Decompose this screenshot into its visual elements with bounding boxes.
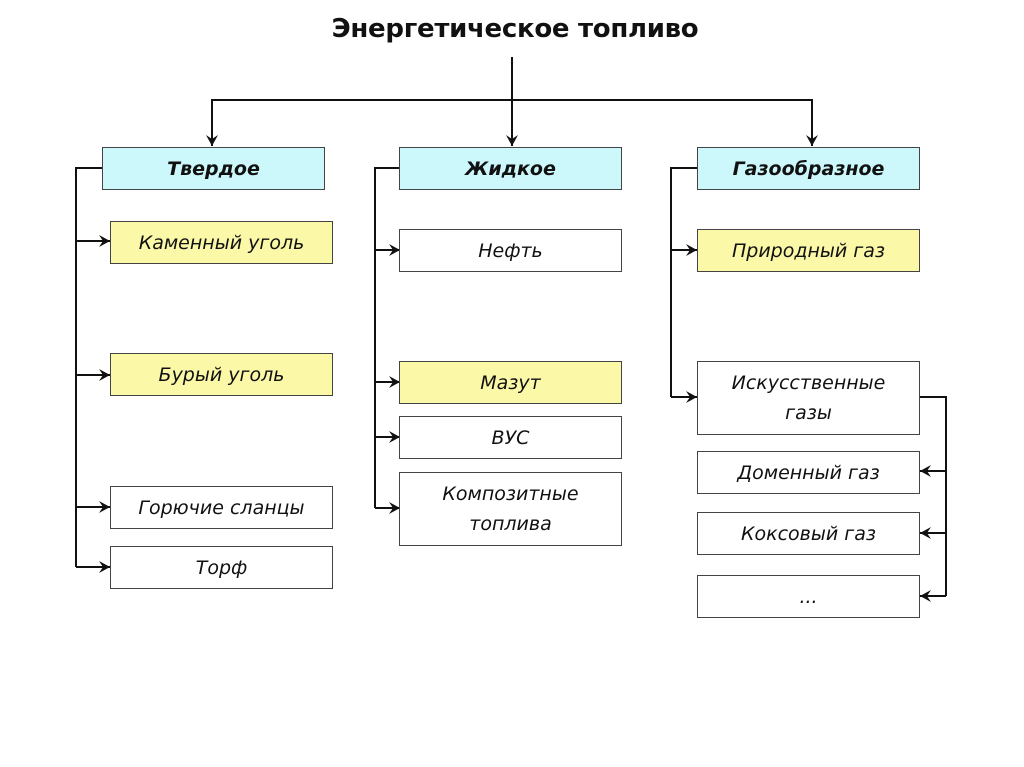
solid-spine — [75, 167, 103, 567]
liquid-spine — [374, 167, 400, 508]
item-blast-furnace-gas: Доменный газ — [697, 451, 920, 494]
item-oil-shale: Горючие сланцы — [110, 486, 333, 529]
item-cws: ВУС — [399, 416, 622, 459]
item-hard-coal: Каменный уголь — [110, 221, 333, 264]
item-fuel-oil: Мазут — [399, 361, 622, 404]
item-brown-coal: Бурый уголь — [110, 353, 333, 396]
item-crude-oil: Нефть — [399, 229, 622, 272]
item-coke-gas: Коксовый газ — [697, 512, 920, 555]
category-gaseous: Газообразное — [697, 147, 920, 190]
category-liquid: Жидкое — [399, 147, 622, 190]
artificial-spine — [920, 396, 947, 596]
diagram-title: Энергетическое топливо — [331, 14, 699, 44]
item-artificial-gases: Искусственные газы — [697, 361, 920, 435]
item-peat: Торф — [110, 546, 333, 589]
category-solid: Твердое — [102, 147, 325, 190]
item-natural-gas: Природный газ — [697, 229, 920, 272]
item-more-gases: ... — [697, 575, 920, 618]
gas-spine — [670, 167, 697, 397]
item-composite-fuels: Композитные топлива — [399, 472, 622, 546]
